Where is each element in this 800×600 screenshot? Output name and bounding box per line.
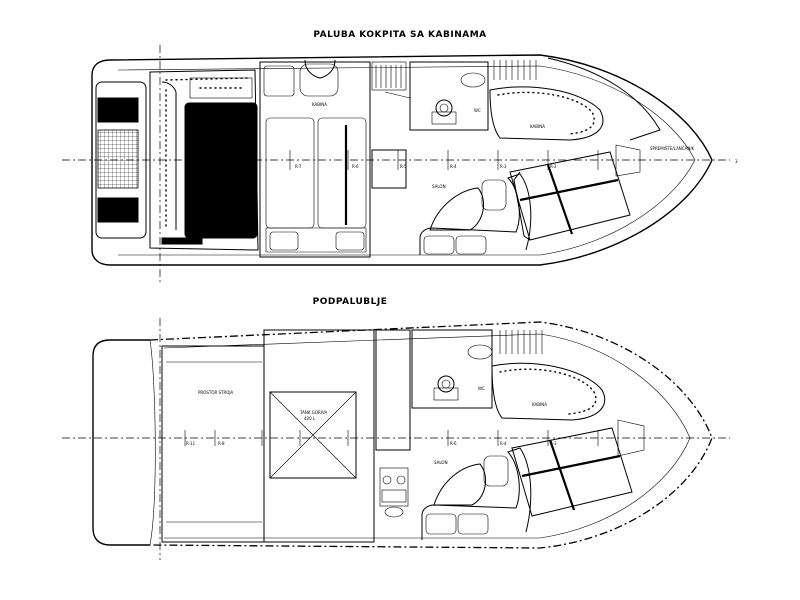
lower-fuel-tank: TANK GORIVA 420 L	[263, 329, 375, 543]
upper-station-r5: R-5	[400, 164, 407, 169]
upper-hull-outline	[91, 54, 713, 266]
upper-stairs	[371, 61, 411, 189]
lower-salon: SALON	[421, 427, 633, 540]
lower-label-prostor-stroja: PROSTOR STROJA	[198, 390, 234, 395]
upper-cabin-aft: KABINA	[259, 59, 371, 258]
lower-station-r3: R-3	[550, 441, 557, 446]
upper-label-kabina-2: KABINA	[530, 124, 545, 129]
lower-label-kabina: KABINA	[532, 402, 547, 407]
lower-station-r4: R-4	[500, 441, 507, 446]
upper-label-spremiste: SPREMIŠTE/LANČANIK	[650, 146, 694, 151]
lower-galley	[375, 329, 411, 518]
upper-label-kabina-1: KABINA	[312, 102, 327, 107]
upper-wc: WC	[409, 61, 489, 131]
upper-plan-title: PALUBA KOKPITA SA KABINAMA	[313, 30, 486, 40]
upper-label-wc: WC	[474, 108, 481, 113]
lower-wc: WC	[411, 329, 493, 409]
upper-cockpit	[149, 69, 259, 251]
upper-deck-plan: PALUBA KOKPITA SA KABINAMA 3 R-7 R-6 R-5…	[62, 30, 738, 285]
upper-stern-platform	[95, 81, 147, 239]
lower-deck-plan: PODPALUBLJE R-11 R-8 R-6 R-4 R-3 P	[62, 297, 730, 560]
lower-label-salon: SALON	[434, 460, 448, 465]
lower-label-tank-sub: 420 L	[304, 416, 316, 421]
lower-station-ticks	[184, 430, 599, 446]
lower-hull-outline	[149, 321, 713, 549]
lower-cabin-forward: KABINA	[491, 330, 645, 457]
lower-station-r6: R-6	[450, 441, 457, 446]
lower-label-tank: TANK GORIVA	[299, 410, 327, 415]
lower-plan-title: PODPALUBLJE	[313, 297, 388, 307]
upper-station-r2: R-2	[550, 164, 557, 169]
lower-station-r11: R-11	[186, 441, 196, 446]
upper-station-r3: R-3	[500, 164, 507, 169]
svg-text:3: 3	[735, 159, 738, 164]
upper-cabin-forward: KABINA SPREMIŠTE/LANČANIK	[489, 57, 694, 177]
upper-station-r7: R-7	[295, 164, 302, 169]
upper-station-r4: R-4	[450, 164, 457, 169]
upper-label-salon: SALON	[432, 184, 446, 189]
lower-label-wc: WC	[478, 386, 485, 391]
lower-engine-room: PROSTOR STROJA	[161, 345, 265, 543]
upper-station-ticks	[159, 45, 599, 285]
lower-station-r8: R-8	[218, 441, 225, 446]
upper-salon: SALON	[419, 151, 631, 255]
upper-station-r6: R-6	[352, 164, 359, 169]
